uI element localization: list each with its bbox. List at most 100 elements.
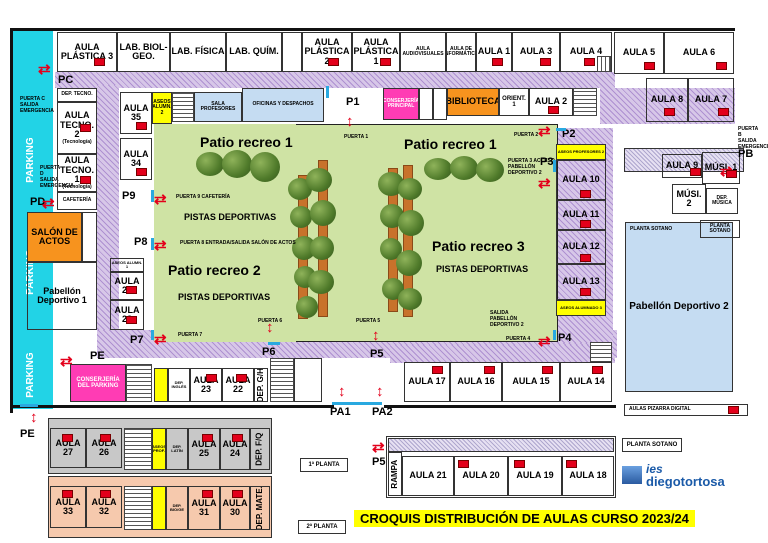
- room-conserjeria-parking[interactable]: CONSERJERÍA DEL PARKING: [70, 364, 126, 402]
- room-dep-biogeo[interactable]: DEP. BIO/GE: [166, 486, 188, 530]
- door-p8: [151, 238, 154, 250]
- door-p3: [553, 160, 556, 172]
- room-aseos-prof-2f[interactable]: [152, 486, 166, 530]
- room-aula-7[interactable]: AULA 7: [688, 78, 734, 122]
- patio-recreo-3: Patio recreo 3: [432, 238, 525, 254]
- room-label: AULA 16: [457, 376, 495, 387]
- room-aula-4[interactable]: AULA 4: [560, 32, 612, 72]
- corridor-top: [55, 72, 615, 88]
- room-aula-3[interactable]: AULA 3: [512, 32, 560, 72]
- room-dep-orient[interactable]: [419, 88, 433, 120]
- room-pabellon-2[interactable]: Pabellón Deportivo 2: [625, 222, 733, 392]
- room-sala-profesores[interactable]: SALA PROFESORES: [194, 92, 242, 122]
- room-aula-31[interactable]: AULA 31: [188, 486, 220, 530]
- room-aula-2[interactable]: AULA 2: [529, 88, 573, 116]
- room-dep-mate[interactable]: DEP. MATE.: [250, 486, 270, 530]
- room-aula-plastica-1[interactable]: AULA PLÁSTICA 1: [352, 32, 400, 72]
- puerta-1-label: PUERTA 1: [344, 134, 369, 140]
- room-salon-actos[interactable]: SALÓN DE ACTOS: [27, 212, 82, 262]
- room-aula-tecno-1[interactable]: AULA TECNO. 1(Tecnología): [57, 154, 97, 192]
- smartboard-marker-icon: [592, 366, 603, 374]
- room-aula-33[interactable]: AULA 33: [50, 486, 86, 528]
- smartboard-marker-icon: [484, 366, 495, 374]
- room-orient-1[interactable]: ORIENT. 1: [499, 88, 529, 116]
- room-oficinas[interactable]: OFICINAS Y DESPACHOS: [242, 88, 324, 122]
- room-lab-quimica[interactable]: LAB. QUÍM.: [226, 32, 282, 72]
- room-aula-28[interactable]: AULA 28: [110, 300, 144, 330]
- arrow-icon: ⇄: [60, 353, 73, 370]
- arrow-icon: ⇄: [154, 331, 167, 348]
- smartboard-marker-icon: [126, 316, 137, 324]
- room-label: AULA 12: [562, 241, 600, 252]
- puerta-7-label: PUERTA 7: [178, 332, 203, 338]
- room-aula-plastica-3[interactable]: AULA PLÁSTICA 3: [57, 32, 117, 72]
- room-aula-8[interactable]: AULA 8: [646, 78, 688, 122]
- room-aula-18[interactable]: AULA 18: [562, 456, 614, 496]
- room-aseos-profesores-2[interactable]: ASEOS PROFESORES 2: [556, 144, 606, 160]
- room-dep-latin[interactable]: DEP. LATÍN: [166, 428, 188, 470]
- room-aula-34[interactable]: AULA 34: [120, 138, 152, 180]
- room-conserjeria-principal[interactable]: CONSERJERÍA PRINCIPAL: [383, 88, 419, 120]
- room-aula-12[interactable]: AULA 12: [556, 230, 606, 264]
- room-aula-10[interactable]: AULA 10: [556, 160, 606, 200]
- room-musica-2[interactable]: MÚSI. 2: [672, 184, 706, 214]
- legend-label: 2ª PLANTA: [306, 523, 338, 530]
- room-dep-fq[interactable]: DEP. F/Q: [250, 428, 270, 470]
- room-aula-9[interactable]: AULA 9: [662, 154, 702, 178]
- room-musica-1[interactable]: MÚSI. 1: [702, 152, 740, 184]
- marker-pa1: PA1: [330, 406, 351, 418]
- pistas-deportivas-2: PISTAS DEPORTIVAS: [178, 292, 271, 302]
- room-aula-13[interactable]: AULA 13: [556, 264, 606, 300]
- room-dep-tecno[interactable]: DEP. TECNO.: [57, 88, 97, 102]
- room-aula-audiovisuales[interactable]: AULA AUDIOVISUALES: [400, 32, 446, 72]
- room-aseos-alumnado-3[interactable]: ASEOS ALUMNADO 3: [556, 300, 606, 316]
- smartboard-marker-icon: [62, 434, 73, 442]
- arrow-icon: ↕: [266, 319, 274, 336]
- room-aula-plastica-2[interactable]: AULA PLÁSTICA 2: [302, 32, 352, 72]
- room-label: LAB. BIOL- GEO.: [119, 41, 168, 61]
- room-aula-5[interactable]: AULA 5: [614, 32, 664, 74]
- stairs-top-right: [597, 56, 611, 72]
- room-aseos-alumnos-2[interactable]: ASEOS ALUMN. 2: [152, 92, 172, 124]
- tree-icon: [398, 210, 424, 236]
- room-aula-1[interactable]: AULA 1: [476, 32, 512, 72]
- room-aula-17[interactable]: AULA 17: [404, 362, 450, 402]
- room-dep-musica[interactable]: DEP. MÚSICA: [706, 188, 738, 214]
- room-aula-35[interactable]: AULA 35: [120, 92, 152, 134]
- room-aseos-prof[interactable]: ASEOS PROF.: [152, 428, 166, 470]
- room-dep-gh[interactable]: DEP. G/H: [254, 368, 268, 402]
- room-aula-20[interactable]: AULA 20: [454, 456, 508, 496]
- room-aula-tecno-2[interactable]: AULA TECNO. 2(Tecnología): [57, 102, 97, 154]
- room-pabellon-1[interactable]: Pabellón Deportivo 1: [27, 262, 97, 330]
- room-label: LAB. FÍSICA: [171, 46, 225, 57]
- room-aula-informatica[interactable]: AULA DE INFORMÁTICA: [446, 32, 476, 72]
- puerta-5-label: PUERTA 5: [356, 318, 381, 324]
- room-aula-15[interactable]: AULA 15: [502, 362, 560, 402]
- room-aseos-alumnos-1[interactable]: ASEOS ALUMN. 1: [110, 258, 144, 272]
- room-aula-16[interactable]: AULA 16: [450, 362, 502, 402]
- room-biblioteca[interactable]: BIBLIOTECA: [447, 88, 499, 116]
- corridor-lower-right: [390, 345, 615, 363]
- room-label: AULA 27: [55, 437, 81, 457]
- room-cafeteria[interactable]: CAFETERÍA: [57, 192, 97, 210]
- room-label: DEP. MATE.: [254, 486, 264, 530]
- tree-icon: [308, 270, 334, 294]
- smartboard-marker-icon: [126, 286, 137, 294]
- room-lab-biologia[interactable]: LAB. BIOL- GEO.: [117, 32, 170, 72]
- marker-p8: P8: [134, 236, 148, 248]
- room-sublabel: (Tecnología): [62, 138, 92, 145]
- room-aula-11[interactable]: AULA 11: [556, 200, 606, 230]
- room-aula-21[interactable]: AULA 21: [402, 456, 454, 496]
- smartboard-marker-icon: [580, 220, 591, 228]
- room-lab-fisica[interactable]: LAB. FÍSICA: [170, 32, 226, 72]
- stairs-aula2: [573, 88, 597, 116]
- room-label: AULA AUDIOVISUALES: [402, 45, 444, 57]
- room-aula-6[interactable]: AULA 6: [664, 32, 734, 74]
- room-dep-ingles[interactable]: DEP. INGLÉS: [168, 368, 190, 402]
- room-aseos-alumnos-bottom[interactable]: [154, 368, 168, 402]
- room-label: AULA 26: [91, 437, 117, 457]
- room-aula-14[interactable]: AULA 14: [560, 362, 612, 402]
- smartboard-marker-icon: [566, 460, 577, 468]
- room-label: AULA 34: [123, 148, 149, 168]
- room-aula-19[interactable]: AULA 19: [508, 456, 562, 496]
